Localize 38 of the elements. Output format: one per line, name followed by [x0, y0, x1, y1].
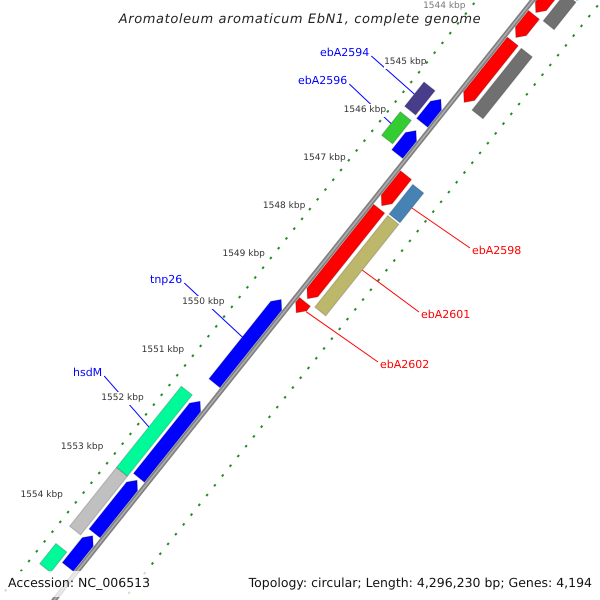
tick-label: 1552 kbp — [101, 392, 144, 406]
gene-label: ebA2596 — [298, 74, 348, 87]
leader-line — [411, 208, 470, 248]
leader-line — [306, 311, 378, 362]
gene-feature — [388, 184, 424, 224]
gene-feature — [295, 296, 312, 314]
gene-label: ebA2594 — [320, 46, 370, 59]
gene-label: ebA2602 — [380, 358, 430, 371]
gene-feature — [416, 98, 442, 128]
gene-feature — [404, 81, 436, 116]
leader-line — [362, 270, 420, 312]
title: Aromatoleum aromaticum EbN1, complete genome — [117, 13, 482, 26]
gene-feature — [380, 170, 412, 206]
gene-label: hsdM — [73, 366, 102, 379]
tick-label: 1550 kbp — [182, 296, 224, 310]
gene-feature — [542, 0, 577, 30]
gene-feature — [314, 214, 400, 317]
gene-label: ebA2601 — [421, 308, 470, 321]
gene-feature — [391, 130, 417, 160]
gene-feature — [39, 542, 68, 574]
tick-label: 1546 kbp — [344, 104, 386, 118]
gene-label: ebA2598 — [472, 244, 522, 257]
gene-feature — [88, 480, 138, 538]
gene-feature — [463, 36, 519, 103]
tick-label: 1544 kbp — [423, 0, 466, 13]
gene-feature — [68, 466, 128, 536]
gene-feature — [471, 48, 533, 120]
tick-label: 1545 kbp — [384, 56, 426, 69]
tick-label: 1554 kbp — [20, 488, 63, 502]
gene-feature — [132, 400, 202, 483]
gene-feature — [306, 204, 386, 300]
gene-label: tnp26 — [150, 273, 182, 286]
gene-feature — [208, 298, 282, 388]
gene-feature — [514, 10, 540, 38]
leader-line — [370, 56, 415, 95]
genome-info-text: Topology: circular; Length: 4,296,230 bp; Genes: 4,194 — [248, 575, 592, 591]
tick-label: 1553 kbp — [60, 440, 104, 454]
gene-feature — [62, 535, 94, 572]
